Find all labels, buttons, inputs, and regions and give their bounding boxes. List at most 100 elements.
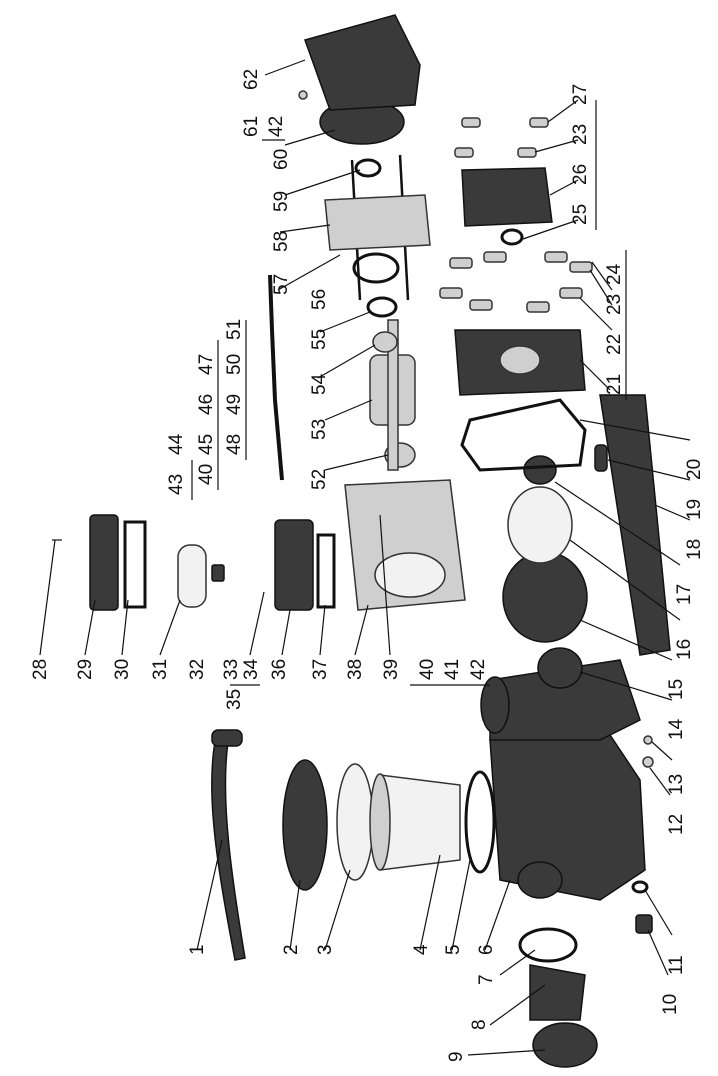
label-8: 8 (469, 1019, 490, 1030)
part-handle-grip (211, 729, 243, 747)
part-screw-12 (642, 756, 654, 768)
label-21: 21 (604, 374, 625, 395)
label-5: 5 (443, 944, 464, 955)
part-cover-oring (500, 228, 524, 246)
part-jbox-gasket (123, 520, 147, 609)
part-stud-23b (517, 147, 537, 158)
part-stud-23c (454, 147, 474, 158)
parts-layer (52, 14, 671, 1068)
label-46: 46 (196, 394, 217, 415)
label-35: 35 (224, 689, 245, 710)
label-34: 34 (241, 658, 262, 680)
part-end-cover (461, 167, 553, 227)
part-motor-oring (352, 252, 400, 284)
label-27: 27 (570, 84, 591, 105)
label-44: 44 (166, 433, 187, 455)
label-3: 3 (315, 944, 336, 955)
part-junction-box (274, 519, 314, 611)
part-screw-13 (643, 735, 653, 745)
label-6: 6 (476, 944, 497, 955)
label-16: 16 (674, 639, 695, 660)
part-lid-ring (282, 759, 328, 891)
part-base-bar (599, 394, 671, 656)
label-1: 1 (187, 944, 208, 955)
label-29: 29 (75, 659, 96, 680)
label-50: 50 (224, 354, 245, 375)
label-59: 59 (271, 191, 292, 212)
part-strainer-basket (379, 774, 461, 871)
label-38: 38 (345, 659, 366, 680)
label-23b: 23 (570, 124, 591, 145)
part-basket-oring (464, 770, 496, 874)
label-33: 33 (221, 659, 242, 680)
part-union-oring (518, 927, 578, 963)
label-18: 18 (684, 539, 705, 560)
label-52: 52 (309, 469, 330, 490)
label-14: 14 (666, 718, 687, 740)
label-25: 25 (570, 204, 591, 225)
part-diffuser (502, 551, 588, 643)
label-23a: 23 (604, 294, 625, 315)
part-impeller (507, 486, 573, 564)
part-fan-cover (304, 14, 421, 111)
label-32: 32 (187, 659, 208, 680)
label-40: 40 (417, 659, 438, 680)
label-2: 2 (281, 944, 302, 955)
part-jbox-base-gasket (316, 533, 336, 609)
label-12: 12 (666, 814, 687, 835)
label-19: 19 (684, 499, 705, 520)
part-bolts-group (439, 251, 593, 313)
label-31: 31 (150, 659, 171, 680)
label-36: 36 (269, 659, 290, 680)
label-28: 28 (30, 659, 51, 680)
part-seal-plate-bore (499, 345, 541, 375)
label-11: 11 (666, 955, 687, 975)
part-seal-ring (537, 647, 583, 689)
part-power-cord (268, 274, 284, 481)
part-housing-outlet (480, 676, 510, 734)
part-base-clip (594, 444, 608, 472)
label-57: 57 (271, 274, 292, 295)
leader-lines (39, 59, 691, 1056)
part-drain-plug (635, 914, 653, 934)
part-clear-lid (336, 763, 374, 881)
label-17: 17 (674, 584, 695, 605)
label-60: 60 (271, 149, 292, 170)
part-capacitor (177, 544, 207, 608)
label-55: 55 (309, 329, 330, 350)
label-43: 43 (166, 474, 187, 495)
part-stud-27 (529, 117, 549, 128)
label-54: 54 (309, 373, 330, 395)
part-bracket-ring (354, 158, 382, 178)
label-51: 51 (224, 319, 245, 340)
label-42b: 42 (266, 116, 287, 137)
part-labels: 1 2 3 4 5 6 7 8 9 10 11 12 13 14 15 16 1… (30, 69, 705, 1062)
part-mechanical-seal (523, 455, 557, 485)
label-7: 7 (476, 974, 497, 985)
part-plug-oring (631, 880, 649, 894)
label-24: 24 (604, 263, 625, 285)
label-39: 39 (381, 659, 402, 680)
label-30: 30 (112, 659, 133, 680)
label-49: 49 (224, 394, 245, 415)
label-13: 13 (666, 774, 687, 795)
label-45: 45 (196, 434, 217, 455)
part-cover-gasket (460, 398, 587, 472)
label-47: 47 (196, 354, 217, 375)
part-union-nut (532, 1022, 598, 1068)
part-stud-27b (461, 117, 481, 128)
part-basket-rim (369, 773, 391, 871)
part-rotor-shaft (387, 319, 399, 471)
label-10: 10 (660, 994, 681, 1015)
label-61: 61 (241, 116, 262, 137)
label-37: 37 (310, 659, 331, 680)
label-26: 26 (570, 164, 591, 185)
part-housing-inlet (517, 861, 563, 899)
label-56: 56 (309, 289, 330, 310)
part-pump-housing (489, 719, 646, 901)
part-jbox-lid (89, 514, 119, 611)
label-48: 48 (224, 434, 245, 455)
part-handle (211, 741, 246, 961)
